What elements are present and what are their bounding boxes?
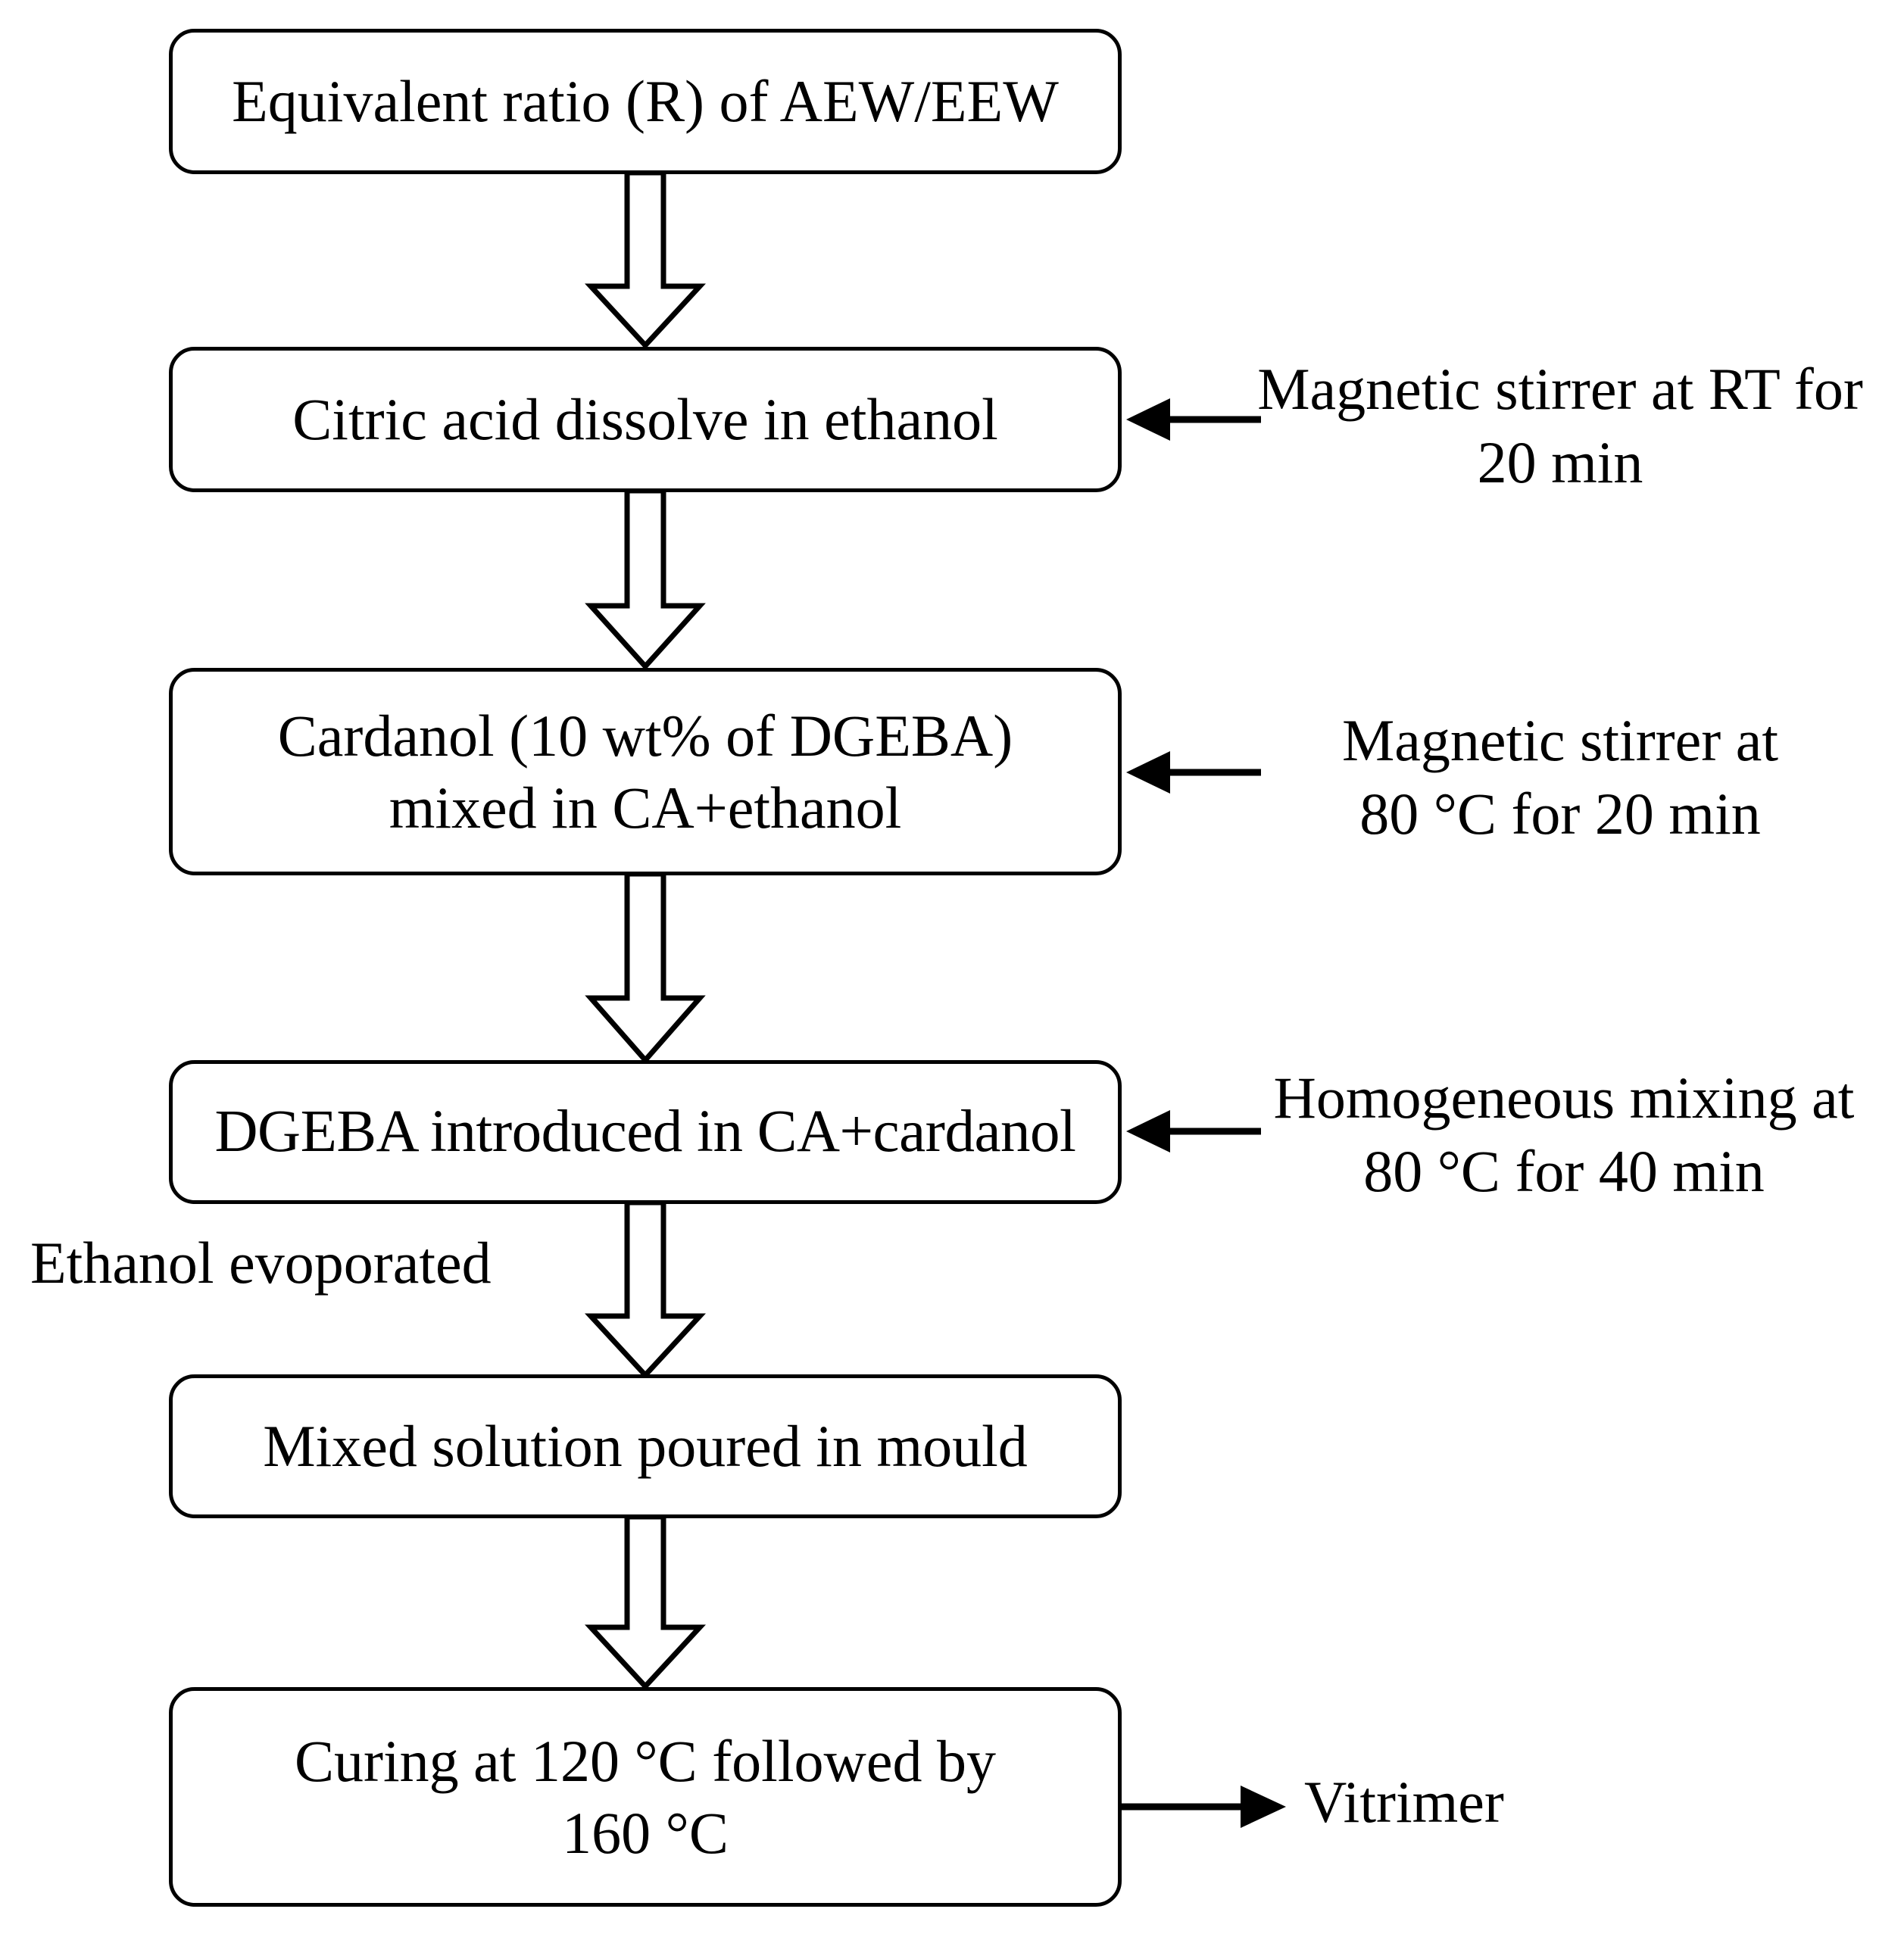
annotation-stirrer-80: Magnetic stirrer at 80 °C for 20 min [1341,707,1779,847]
annotation-arrow-stirrer-80 [1126,747,1263,798]
block-arrow-down-2 [585,491,706,669]
block-arrow-down-4 [585,1202,706,1378]
node-cardanol: Cardanol (10 wt% of DGEBA) mixed in CA+e… [169,668,1122,875]
annotation-arrow-homogeneous [1126,1106,1263,1157]
block-arrow-down-1 [585,173,706,348]
annotation-vitrimer: Vitrimer [1304,1769,1504,1835]
block-arrow-down-3 [585,874,706,1063]
node-mixed-solution: Mixed solution poured in mould [169,1374,1122,1518]
node-citric-acid: Citric acid dissolve in ethanol [169,347,1122,492]
vitrimer-arrow [1119,1781,1286,1833]
node-curing: Curing at 120 °C followed by 160 °C [169,1687,1122,1907]
annotation-arrow-stirrer-rt [1126,394,1263,445]
annotation-stirrer-rt: Magnetic stirrer at RT for 20 min [1257,356,1863,495]
block-arrow-down-5 [585,1517,706,1689]
annotation-ethanol-evaporated: Ethanol evoporated [30,1230,492,1296]
node-equivalent-ratio: Equivalent ratio (R) of AEW/EEW [169,29,1122,174]
node-dgeba: DGEBA introduced in CA+cardanol [169,1060,1122,1204]
annotation-homogeneous: Homogeneous mixing at 80 °C for 40 min [1273,1065,1855,1204]
